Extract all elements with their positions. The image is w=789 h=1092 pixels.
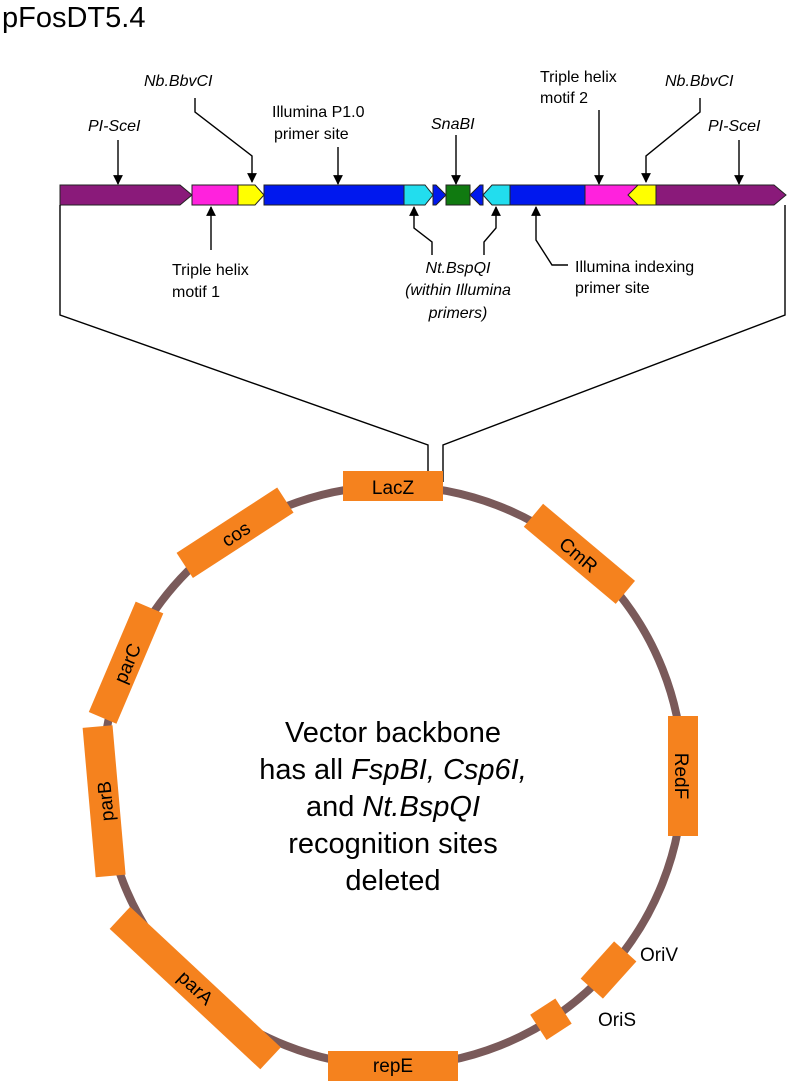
backbone-feature-parb: parB: [82, 725, 126, 878]
lower-annotations: [206, 206, 568, 266]
center-line-2-pre: has all: [259, 754, 351, 786]
backbone-feature-lacz: LacZ: [343, 471, 443, 501]
center-line-5: deleted: [345, 865, 440, 897]
label-triple-helix-1-line2: motif 1: [172, 284, 220, 301]
insert-bar: [59, 184, 787, 206]
parb-block: [82, 725, 126, 878]
arrow-nt-bspqi-left: [409, 206, 433, 255]
oriv-label: OriV: [640, 945, 678, 966]
backbone-feature-cos: cos: [176, 487, 294, 579]
backbone-description: Vector backbone has all FspBI, Csp6I, an…: [259, 717, 527, 897]
center-line-4: recognition sites: [288, 828, 498, 860]
expansion-line-left: [59, 205, 429, 482]
arrow-illumina-index: [531, 206, 568, 266]
insert-segment-illumina-index: [509, 184, 586, 206]
arrow-nbbbvci-left: [194, 98, 257, 183]
arrow-nt-bspqi-right: [483, 206, 501, 255]
center-line-2-italic: FspBI, Csp6I,: [351, 754, 527, 786]
insert-segment-nt-bspqi-right: [482, 184, 511, 206]
backbone-feature-cmr: CmR: [523, 503, 636, 604]
backbone-feature-repe: repE: [328, 1051, 458, 1081]
redf-label: RedF: [670, 753, 691, 799]
center-line-2: has all FspBI, Csp6I,: [259, 754, 527, 786]
backbone-feature-parc: parC: [88, 601, 164, 724]
center-line-3-italic: Nt.BspQI: [362, 791, 480, 823]
center-line-1: Vector backbone: [285, 717, 501, 749]
backbone-feature-redf: RedF: [668, 716, 698, 836]
backbone-feature-oris: [530, 998, 572, 1040]
oriv-block: [580, 941, 637, 999]
label-nt-bspqi-line1: Nt.BspQI: [426, 260, 491, 277]
repe-label: repE: [373, 1056, 413, 1077]
insert-segment-blue-arrow-left: [432, 184, 447, 206]
label-illumina-p1-line1: Illumina P1.0: [272, 104, 365, 121]
label-triple-helix-1-line1: Triple helix: [172, 262, 249, 279]
center-line-3-pre: and: [306, 791, 362, 823]
insert-segment-nt-bspqi-left: [403, 184, 434, 206]
repe-block: [328, 1051, 458, 1081]
expansion-line-right: [442, 205, 786, 482]
insert-segment-blue-arrow-right: [469, 184, 484, 206]
insert-segment-triple-helix-1: [191, 184, 239, 206]
label-pisce-left: PI-SceI: [88, 118, 141, 135]
insert-segment-pisce-right: [655, 184, 787, 206]
parb-label: parB: [94, 780, 118, 822]
para-block: [109, 906, 281, 1070]
cos-block: [176, 487, 294, 579]
plasmid-title: pFosDT5.4: [2, 2, 145, 34]
upper-annotations: [113, 98, 744, 185]
insert-segment-pisce-left: [59, 184, 193, 206]
label-illumina-index-line1: Illumina indexing: [575, 259, 694, 276]
label-triple-helix-2-line2: motif 2: [540, 90, 588, 107]
arrow-nbbbvci-right: [641, 98, 701, 183]
oris-label: OriS: [598, 1010, 636, 1031]
insert-segment-illumina-p1: [263, 184, 405, 206]
label-snabi: SnaBI: [431, 116, 475, 133]
insert-segment-snabi: [445, 184, 471, 206]
label-pisce-right: PI-SceI: [708, 118, 761, 135]
oris-block: [530, 998, 572, 1040]
lacz-label: LacZ: [372, 478, 415, 499]
lacz-block: [343, 471, 443, 501]
label-nbbbvci-left: Nb.BbvCI: [144, 73, 213, 90]
center-line-3: and Nt.BspQI: [306, 791, 480, 823]
label-nt-bspqi-line2: (within Illumina: [405, 282, 511, 299]
backbone-feature-para: parA: [109, 906, 281, 1070]
redf-block: [668, 716, 698, 836]
expansion-lines: [59, 205, 786, 482]
label-nbbbvci-right: Nb.BbvCI: [665, 73, 734, 90]
backbone-feature-oriv: [580, 941, 637, 999]
label-triple-helix-2-line1: Triple helix: [540, 69, 617, 86]
label-illumina-p1-line2: primer site: [274, 126, 349, 143]
label-nt-bspqi-line3: primers): [428, 305, 488, 322]
cmr-block: [523, 503, 636, 604]
parc-block: [88, 601, 164, 724]
insert-segment-nbbbvci-left: [237, 184, 265, 206]
label-illumina-index-line2: primer site: [575, 280, 650, 297]
